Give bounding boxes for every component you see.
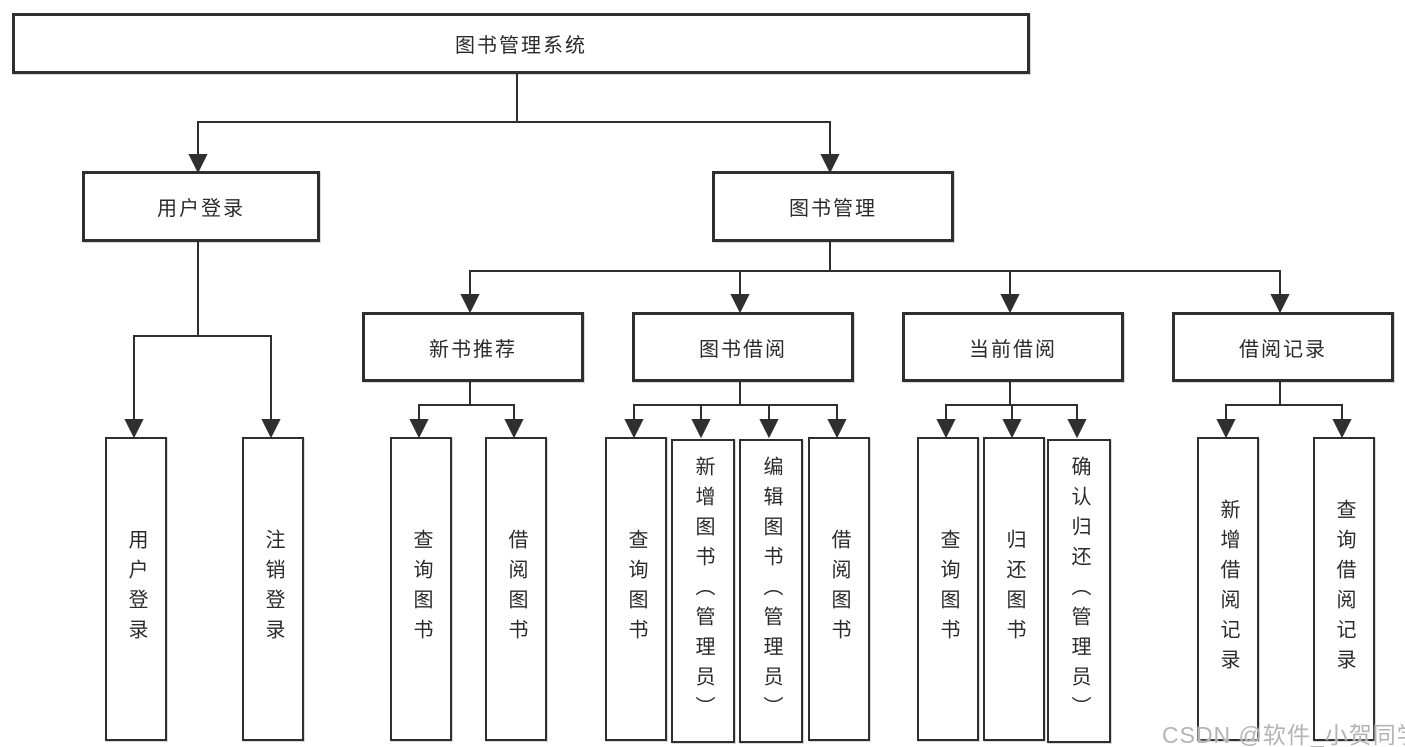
leaf-current-query-label: 查询图书 [937, 529, 959, 649]
csdn-watermark: CSDN @软件_小贺同学 [1162, 722, 1405, 747]
node-root-label: 图书管理系统 [455, 35, 587, 57]
leaf-borrow-borrow-label: 借阅图书 [828, 529, 850, 649]
node-book-borrow-label: 图书借阅 [699, 338, 787, 361]
leaf-borrow-query-label: 查询图书 [625, 529, 647, 649]
leaf-login-user-login: 用户登录 [105, 437, 167, 741]
leaf-current-confirm-return-label: 确认归还（管理员） [1068, 456, 1090, 726]
leaf-login-user-login-label: 用户登录 [125, 529, 147, 649]
node-book-mgmt-label: 图书管理 [789, 198, 877, 220]
node-new-book: 新书推荐 [362, 312, 584, 382]
node-user-login-label: 用户登录 [157, 198, 245, 220]
node-root: 图书管理系统 [12, 13, 1030, 74]
node-user-login: 用户登录 [82, 171, 320, 242]
leaf-borrow-add: 新增图书（管理员） [671, 439, 735, 743]
leaf-records-query: 查询借阅记录 [1313, 437, 1375, 741]
node-borrow-records: 借阅记录 [1172, 312, 1394, 382]
leaf-records-add-label: 新增借阅记录 [1217, 499, 1239, 679]
node-book-mgmt: 图书管理 [712, 171, 954, 242]
leaf-current-confirm-return: 确认归还（管理员） [1047, 439, 1111, 743]
node-current-borrow: 当前借阅 [902, 312, 1124, 382]
leaf-borrow-edit: 编辑图书（管理员） [739, 439, 803, 743]
leaf-current-query: 查询图书 [917, 437, 979, 741]
leaf-borrow-edit-label: 编辑图书（管理员） [760, 456, 782, 726]
node-new-book-label: 新书推荐 [429, 338, 517, 361]
leaf-records-add: 新增借阅记录 [1197, 437, 1259, 741]
node-current-borrow-label: 当前借阅 [969, 338, 1057, 361]
leaf-newbook-borrow-label: 借阅图书 [505, 529, 527, 649]
leaf-current-return: 归还图书 [983, 437, 1045, 741]
leaf-borrow-query: 查询图书 [605, 437, 667, 741]
leaf-newbook-query-label: 查询图书 [410, 529, 432, 649]
node-borrow-records-label: 借阅记录 [1239, 338, 1327, 361]
leaf-borrow-borrow: 借阅图书 [808, 437, 870, 741]
leaf-newbook-query: 查询图书 [390, 437, 452, 741]
node-book-borrow: 图书借阅 [632, 312, 854, 382]
leaf-borrow-add-label: 新增图书（管理员） [692, 456, 714, 726]
leaf-login-logout: 注销登录 [242, 437, 304, 741]
leaf-current-return-label: 归还图书 [1003, 529, 1025, 649]
leaf-records-query-label: 查询借阅记录 [1333, 499, 1355, 679]
leaf-newbook-borrow: 借阅图书 [485, 437, 547, 741]
leaf-login-logout-label: 注销登录 [262, 529, 284, 649]
